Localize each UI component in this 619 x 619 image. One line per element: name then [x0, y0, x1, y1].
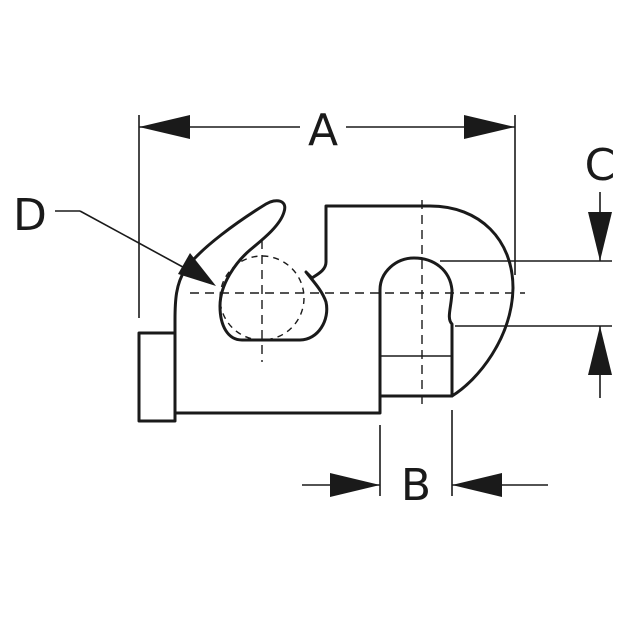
dimension-b: B — [302, 410, 548, 511]
dimension-a-arrow-right — [464, 115, 515, 139]
dimension-a: A — [138, 105, 516, 318]
dimension-d: D — [13, 190, 216, 286]
hook-part — [137, 199, 515, 423]
dimension-b-label: B — [401, 460, 431, 511]
hook-slot — [378, 256, 454, 398]
dimension-d-arrow — [178, 253, 216, 286]
dimension-b-arrow-right — [452, 473, 502, 497]
dimension-d-label: D — [13, 190, 47, 241]
dimension-d-leader-diagonal — [79, 210, 193, 273]
dimension-a-label: A — [308, 105, 338, 156]
dimension-c-arrow-top — [588, 212, 612, 261]
mounting-flange — [137, 331, 177, 423]
center-lines — [190, 200, 525, 410]
hook-body-outline — [173, 199, 515, 415]
dimension-b-arrow-left — [330, 473, 380, 497]
dimension-c-label: C — [585, 140, 616, 191]
hidden-pin-circle — [219, 255, 305, 341]
dimension-a-arrow-left — [139, 115, 190, 139]
dimension-c: C — [440, 140, 615, 398]
dimension-c-arrow-bottom — [588, 326, 612, 375]
